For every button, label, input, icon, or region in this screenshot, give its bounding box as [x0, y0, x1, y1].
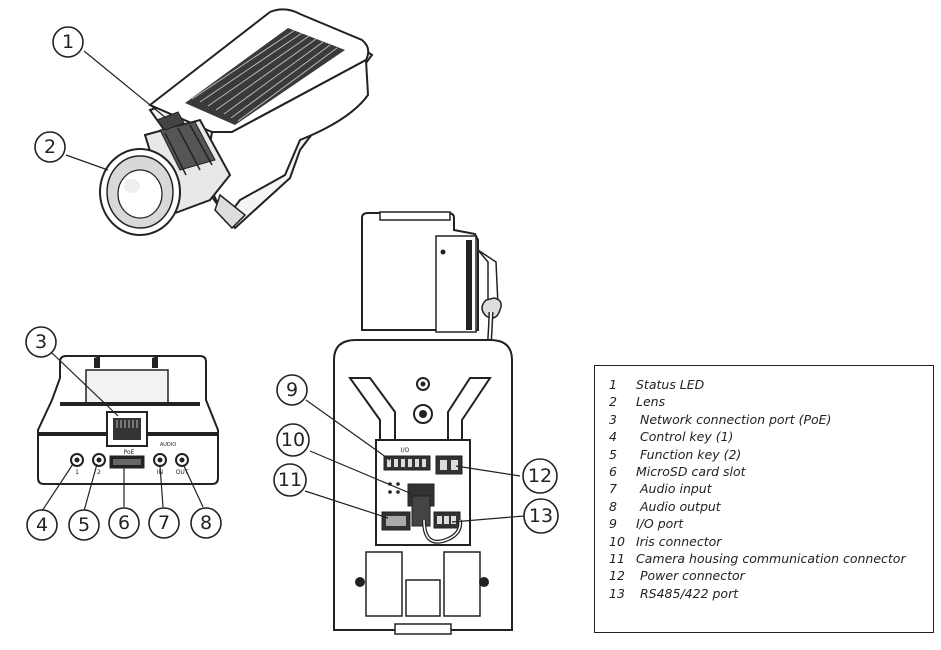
callout-8: 8 [190, 507, 222, 539]
callout-1: 1 [52, 26, 84, 58]
legend-item: 4 Control key (1) [609, 429, 734, 445]
camera-perspective-view [99, 8, 374, 236]
svg-text:1: 1 [62, 31, 74, 53]
power-connector-icon [435, 455, 463, 475]
callout-2: 2 [34, 131, 66, 163]
callout-6: 6 [108, 507, 140, 539]
svg-text:13: 13 [529, 505, 553, 527]
housing-connector-icon [381, 511, 411, 531]
svg-text:8: 8 [200, 512, 212, 534]
lens-housing [143, 118, 232, 217]
svg-text:9: 9 [286, 379, 298, 401]
iris-connector-icon [407, 483, 435, 527]
key1-label: 1 [75, 469, 79, 476]
legend-item: 3 Network connection port (PoE) [609, 411, 832, 427]
svg-text:5: 5 [78, 514, 90, 536]
callout-10: 10 [276, 423, 310, 457]
legend-item: 12 Power connector [609, 568, 745, 584]
svg-text:12: 12 [528, 465, 552, 487]
svg-text:4: 4 [36, 514, 48, 536]
callout-7: 7 [148, 507, 180, 539]
camera-bottom-view: I/O [333, 211, 513, 635]
io-port-label: I/O [401, 447, 410, 454]
io-port-icon [383, 455, 431, 471]
svg-text:10: 10 [281, 429, 305, 451]
poe-port-label: PoE [124, 449, 135, 456]
function-key-icon [92, 453, 106, 467]
audio-port-label: AUDIO [160, 442, 176, 448]
legend-item: 13 RS485/422 port [609, 585, 739, 601]
callout-9: 9 [276, 374, 308, 406]
audio-input-icon [153, 453, 167, 467]
heat-sink-fins [185, 28, 345, 125]
rs485-port-icon [433, 511, 461, 529]
callout-4: 4 [26, 509, 58, 541]
svg-text:6: 6 [118, 512, 130, 534]
camera-rear-view: PoE AUDIO 1 2 IN OUT [37, 355, 219, 485]
control-key-icon [70, 453, 84, 467]
legend-item: 8 Audio output [609, 498, 721, 514]
status-led-icon [156, 111, 185, 131]
leader-lines [41, 50, 525, 523]
key2-label: 2 [97, 469, 101, 476]
audio-out-label: OUT [176, 469, 189, 476]
callout-5: 5 [68, 509, 100, 541]
callout-3: 3 [25, 326, 57, 358]
callout-13: 13 [523, 498, 559, 534]
svg-text:2: 2 [44, 136, 56, 158]
svg-text:11: 11 [278, 469, 302, 491]
svg-text:3: 3 [35, 331, 47, 353]
legend-item: 7 Audio input [609, 481, 712, 497]
microsd-slot-icon [109, 455, 145, 469]
lens [99, 148, 181, 236]
legend-item: 5 Function key (2) [609, 446, 742, 462]
network-port-icon [106, 411, 148, 447]
svg-text:7: 7 [158, 512, 170, 534]
callout-11: 11 [273, 463, 307, 497]
audio-output-icon [175, 453, 189, 467]
callout-12: 12 [522, 458, 558, 494]
